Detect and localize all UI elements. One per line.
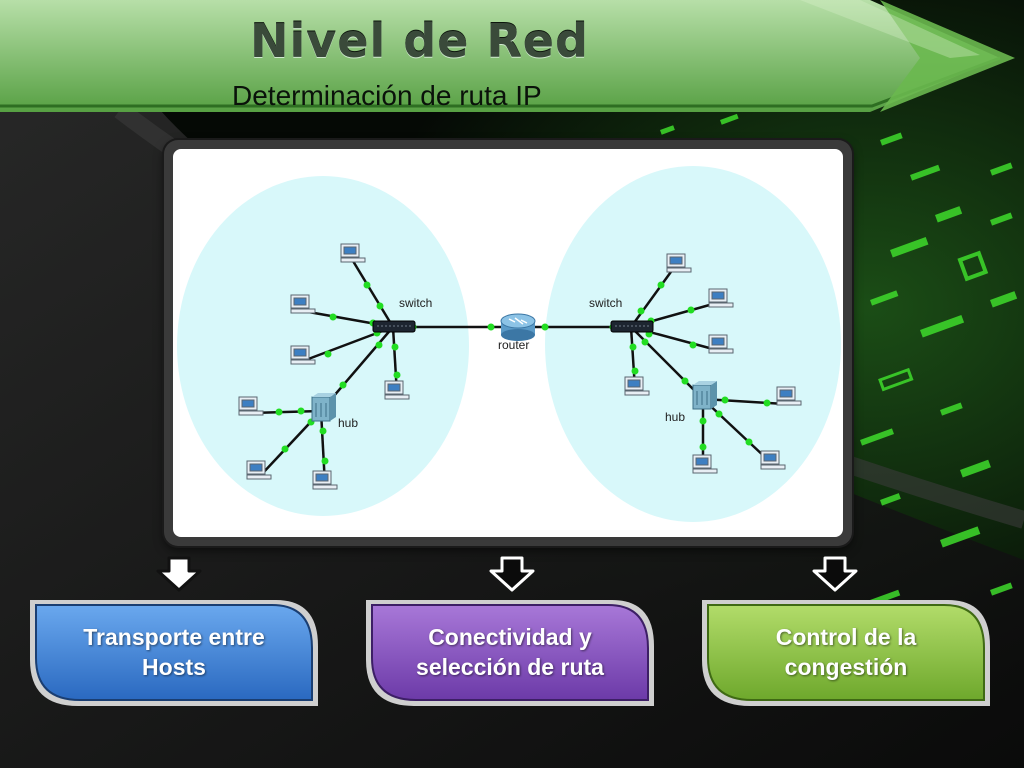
network-diagram-panel: switch switch router hub hub — [164, 140, 852, 546]
pc-icon — [238, 396, 264, 416]
box-label: Conectividad y selección de ruta — [416, 624, 604, 680]
box-label: Control de la congestión — [775, 624, 917, 680]
right-hub-label: hub — [665, 410, 685, 424]
down-arrow-icon — [812, 556, 858, 592]
box-label: Transporte entre Hosts — [83, 624, 265, 680]
pc-icon — [312, 470, 338, 490]
right-hub — [692, 381, 717, 410]
pc-icon — [708, 288, 734, 308]
right-switch — [610, 320, 654, 333]
pc-icon — [776, 386, 802, 406]
pc-icon — [624, 376, 650, 396]
box-transporte-entre-hosts: Transporte entre Hosts — [28, 596, 320, 708]
pc-icon — [384, 380, 410, 400]
router — [500, 313, 536, 341]
page-title: Nivel de Red — [250, 14, 589, 68]
pc-icon — [290, 294, 316, 314]
right-switch-label: switch — [589, 296, 622, 310]
pc-icon — [290, 345, 316, 365]
pc-icon — [340, 243, 366, 263]
left-hub-label: hub — [338, 416, 358, 430]
pc-icon — [666, 253, 692, 273]
pc-icon — [708, 334, 734, 354]
left-switch-label: switch — [399, 296, 432, 310]
pc-icons — [238, 243, 802, 490]
down-arrow-icon — [489, 556, 535, 592]
network-diagram-canvas: switch switch router hub hub — [173, 149, 843, 537]
left-switch — [372, 320, 416, 333]
router-label: router — [498, 338, 529, 352]
down-arrow-icon — [156, 556, 202, 592]
page-subtitle: Determinación de ruta IP — [232, 80, 542, 111]
pc-icon — [692, 454, 718, 474]
pc-icon — [760, 450, 786, 470]
box-conectividad-seleccion-ruta: Conectividad y selección de ruta — [364, 596, 656, 708]
network-diagram: switch switch router hub hub — [177, 166, 841, 522]
pc-icon — [246, 460, 272, 480]
left-hub — [311, 393, 336, 422]
left-network-cloud — [177, 176, 469, 516]
box-control-congestion: Control de la congestión — [700, 596, 992, 708]
